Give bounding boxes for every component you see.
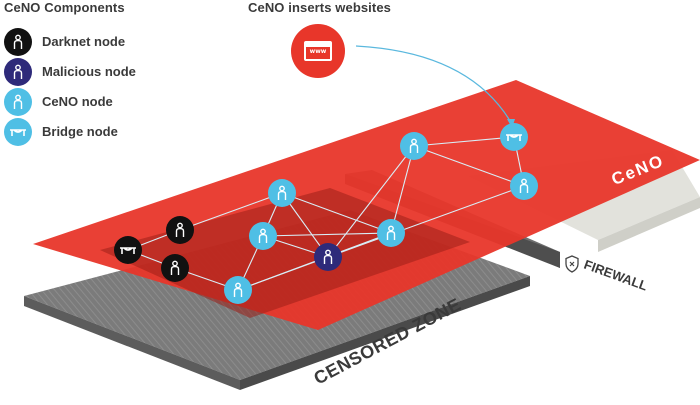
legend-item-darknet: Darknet node — [4, 28, 204, 56]
legend-label: Bridge node — [42, 124, 118, 139]
network-link — [327, 185, 525, 258]
network-link — [327, 145, 415, 258]
network-link — [390, 145, 415, 234]
insert-arrow — [355, 45, 513, 125]
ceno-node — [268, 179, 296, 207]
legend-label: CeNO node — [42, 94, 113, 109]
legend-item-malicious: Malicious node — [4, 58, 204, 86]
inserts-title: CeNO inserts websites — [248, 0, 391, 15]
bridge-icon — [4, 118, 32, 146]
ceno-node — [249, 222, 277, 250]
legend-title: CeNO Components — [4, 0, 125, 15]
browser-window-icon: www — [304, 41, 332, 61]
website-insert-icon: www — [291, 24, 345, 78]
ceno-node — [377, 219, 405, 247]
bridge-node — [500, 123, 528, 151]
network-link — [237, 232, 392, 291]
censored-zone-edge-left — [24, 296, 240, 390]
legend-label: Darknet node — [42, 34, 126, 49]
darknet-bridge-node — [114, 236, 142, 264]
malicious-node — [314, 243, 342, 271]
darknet-node — [166, 216, 194, 244]
network-link — [179, 192, 283, 231]
network-link — [281, 192, 392, 234]
legend-label: Malicious node — [42, 64, 136, 79]
background-wall-edge — [598, 197, 700, 252]
network-link — [413, 136, 515, 147]
darknet-node — [161, 254, 189, 282]
censored-overlap-area — [100, 188, 470, 318]
ceno-node — [400, 132, 428, 160]
network-link — [262, 232, 392, 237]
ceno-node — [224, 276, 252, 304]
legend-item-ceno: CeNO node — [4, 88, 204, 116]
person-icon — [4, 28, 32, 56]
www-label: www — [309, 48, 327, 55]
shield-icon — [565, 255, 579, 273]
ceno-node — [510, 172, 538, 200]
legend-item-bridge: Bridge node — [4, 118, 204, 146]
censored-zone-edge-right — [240, 276, 530, 390]
person-icon — [4, 58, 32, 86]
person-icon — [4, 88, 32, 116]
firewall-label: FIREWALL — [582, 257, 650, 294]
network-link — [413, 145, 525, 187]
